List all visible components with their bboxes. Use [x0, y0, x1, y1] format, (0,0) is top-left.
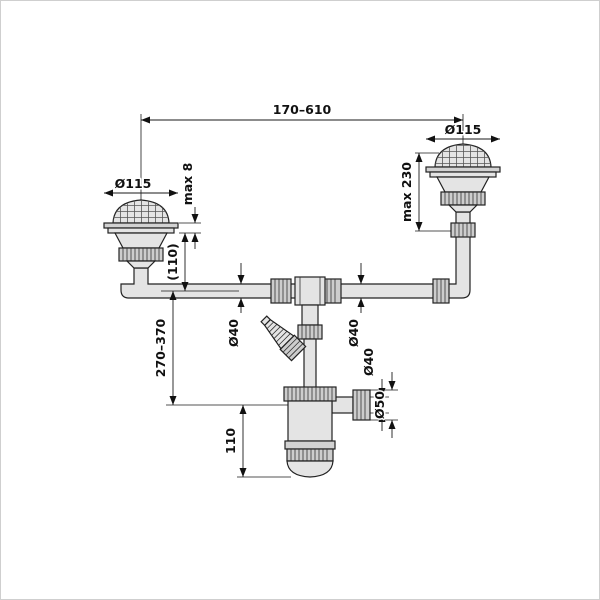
- dimension-bottom-110: 110: [222, 405, 291, 478]
- sink-strainer-left: [103, 199, 179, 269]
- range-label: 270–370: [153, 318, 168, 377]
- dimension-range: 270–370: [152, 291, 288, 406]
- dimension-strainer-left: Ø115: [104, 175, 178, 197]
- max-tail-label: max 230: [399, 162, 414, 222]
- bottom-110-label: 110: [223, 428, 238, 454]
- pipe-d-left-label: Ø40: [226, 319, 241, 347]
- dimension-outlet-d40: Ø40: [360, 346, 389, 431]
- dimension-max-tail: max 230: [398, 152, 451, 232]
- outlet-d50-label: Ø50: [372, 391, 387, 419]
- dimension-outlet-d50: Ø50: [370, 372, 398, 438]
- trap-cup-rim: [286, 448, 334, 462]
- dimension-pipe-d-left: Ø40: [225, 263, 245, 349]
- strainer-left-label: Ø115: [115, 176, 152, 191]
- strainer-grid-left: [113, 200, 169, 223]
- trap-cup-bottom: [286, 460, 334, 478]
- outlet-union-nut: [352, 389, 371, 421]
- center-tee: [294, 276, 326, 392]
- bottle-trap: [283, 386, 371, 478]
- strainer-right-label: Ø115: [445, 122, 482, 137]
- strainer-grid-right: [435, 144, 491, 167]
- dimension-span-width: 170–610: [140, 101, 464, 200]
- dimension-strainer-right: Ø115: [426, 121, 500, 143]
- offset-110-label: (110): [165, 243, 180, 281]
- dimension-offset-110: (110): [161, 233, 239, 292]
- trap-body: [287, 400, 333, 442]
- dimension-max-deck: max 8: [179, 161, 201, 249]
- span-width-label: 170–610: [273, 102, 332, 117]
- pipe-union-nuts: [270, 278, 450, 304]
- sink-strainer-right: [425, 143, 501, 238]
- dimension-pipe-d-right: Ø40: [345, 263, 365, 349]
- max-deck-label: max 8: [180, 163, 195, 206]
- pipe-d-right-label: Ø40: [346, 319, 361, 347]
- appliance-hose-barb: [260, 315, 307, 362]
- outlet-d40-label: Ø40: [361, 348, 376, 376]
